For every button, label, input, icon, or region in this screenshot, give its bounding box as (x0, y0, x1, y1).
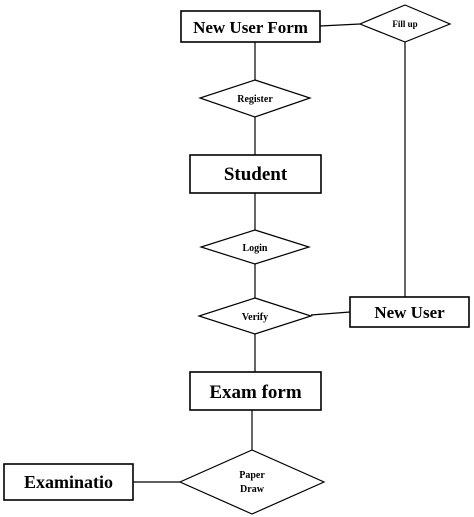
entity-new-user-form: New User Form (180, 10, 321, 43)
relation-register-label: Register (237, 94, 273, 105)
relation-paper-draw-label-line1: Paper (239, 470, 265, 481)
relation-login: Login (199, 229, 311, 265)
relation-login-label: Login (242, 243, 267, 254)
entity-new-user: New User (349, 296, 470, 328)
entity-new-user-label: New User (374, 303, 445, 322)
entity-new-user-form-label: New User Form (193, 18, 308, 37)
relation-verify-label: Verify (242, 312, 268, 323)
relation-fill-up-label: Fill up (392, 19, 417, 29)
relation-fill-up: Fill up (358, 4, 452, 43)
connectors (133, 23, 406, 483)
relation-paper-draw-label-line2: Draw (240, 484, 265, 495)
entity-student-label: Student (224, 164, 288, 185)
entity-examination-label: Examinatio (24, 472, 113, 492)
relation-verify: Verify (197, 297, 313, 335)
entity-exam-form-label: Exam form (209, 382, 302, 403)
entity-exam-form: Exam form (189, 371, 322, 411)
edge-form-fillup (319, 23, 361, 27)
edge-verify-newuser (310, 311, 351, 316)
relation-paper-draw: Paper Draw (178, 449, 326, 515)
entity-examination: Examinatio (3, 463, 134, 501)
relation-register: Register (198, 79, 312, 118)
entity-student: Student (189, 154, 322, 194)
